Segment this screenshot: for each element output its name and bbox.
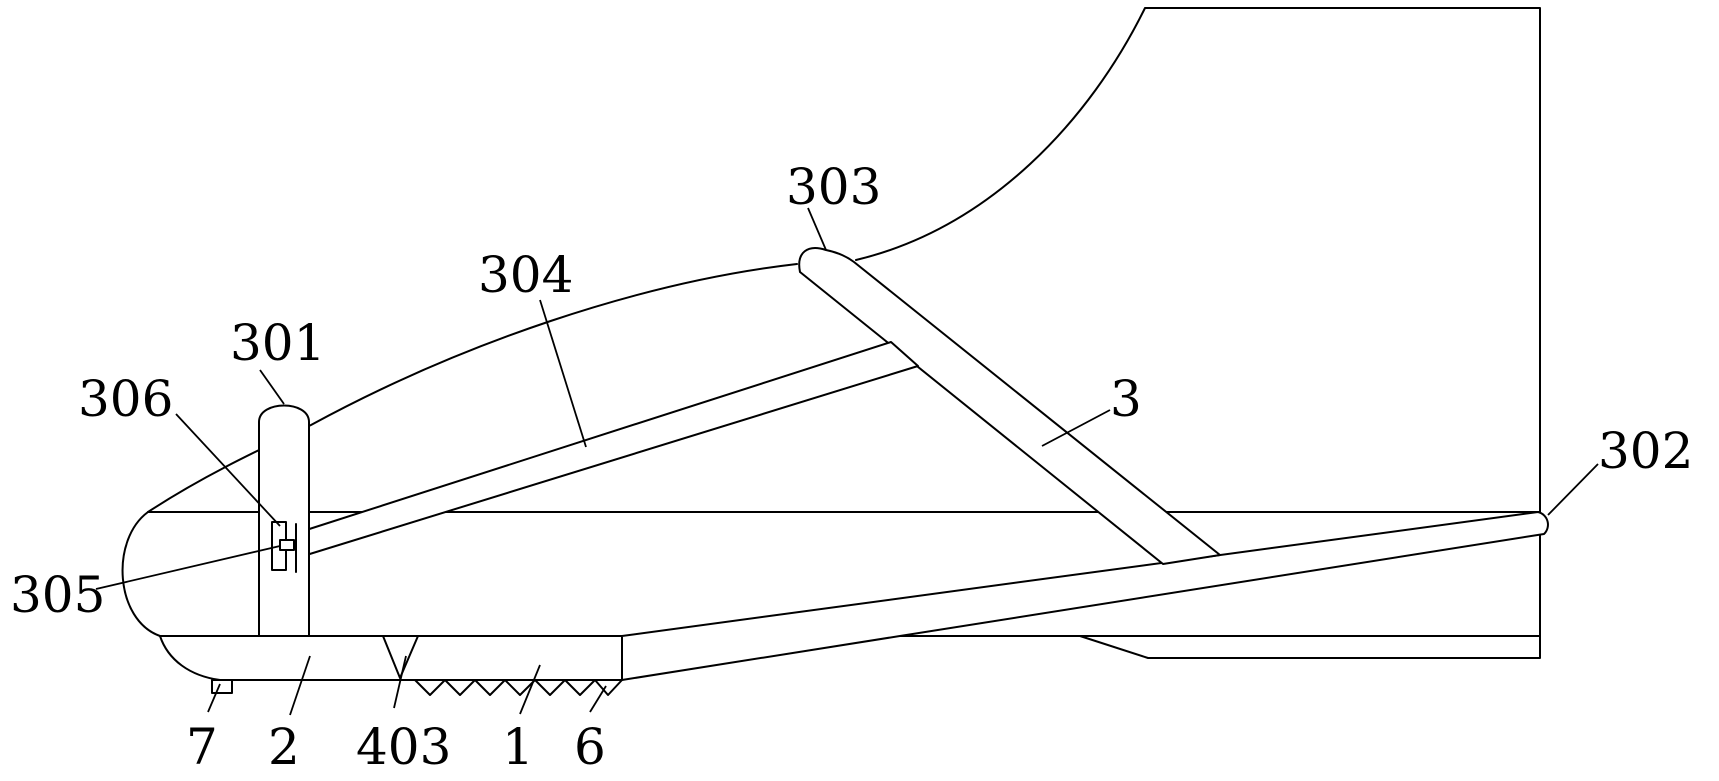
label-305: 305 (10, 566, 105, 624)
leader-7 (207, 683, 221, 713)
leader-1 (519, 664, 541, 715)
part-302-lower-strap (621, 511, 1549, 681)
label-301: 301 (230, 314, 325, 372)
label-7: 7 (186, 718, 218, 776)
leader-6 (589, 685, 607, 713)
leader-305 (95, 545, 281, 590)
label-306: 306 (78, 370, 173, 428)
part-305-pin (279, 539, 295, 551)
leader-302 (1547, 463, 1599, 516)
leader-306 (175, 413, 281, 527)
leader-2 (289, 655, 311, 716)
leader-304 (539, 299, 587, 448)
label-302: 302 (1598, 422, 1693, 480)
leader-301 (259, 369, 285, 405)
label-303: 303 (786, 158, 881, 216)
label-304: 304 (478, 246, 573, 304)
label-403: 403 (356, 718, 451, 776)
part-304-rod (299, 341, 919, 558)
label-1: 1 (502, 718, 534, 776)
toe-cap (121, 511, 161, 637)
part-301-post (258, 404, 310, 637)
leader-403 (393, 655, 407, 709)
leader-3 (1041, 409, 1111, 447)
part-3-diagonal-strap (798, 247, 1221, 565)
label-2: 2 (268, 718, 300, 776)
part-403-wedge (382, 635, 419, 679)
shoe-upper-outline (147, 7, 1541, 659)
part-6-teeth (414, 679, 623, 696)
label-3: 3 (1110, 370, 1142, 428)
label-6: 6 (574, 718, 606, 776)
leader-303 (807, 207, 827, 251)
part-7-stud (211, 679, 233, 694)
